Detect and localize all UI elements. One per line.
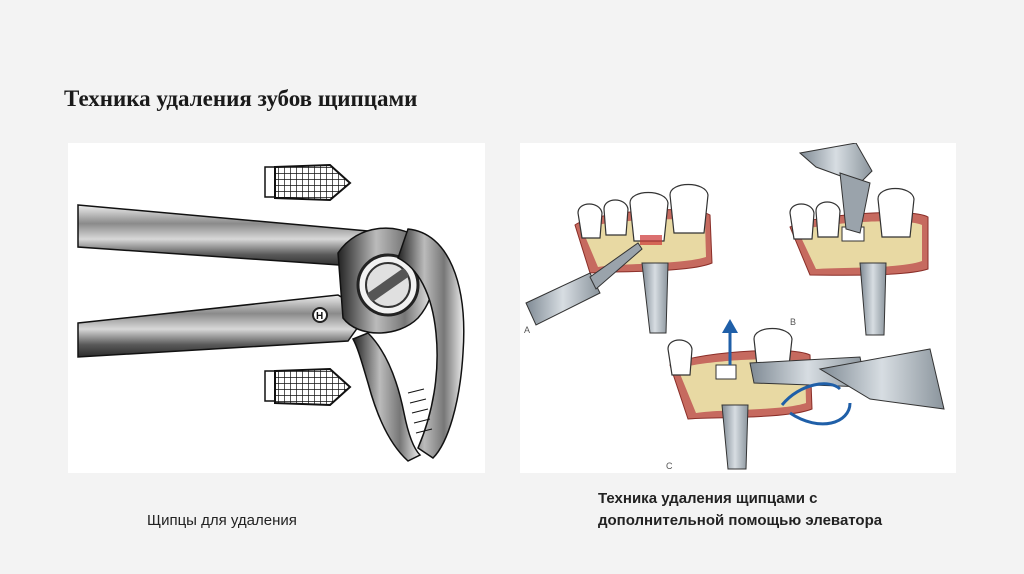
- upper-jaw: [397, 228, 465, 459]
- technique-diagram: A B: [520, 143, 956, 473]
- diagram-a: [525, 184, 713, 334]
- beak-detail-top: [264, 163, 352, 202]
- lower-handle: [77, 294, 370, 358]
- forceps-image: H: [68, 143, 485, 473]
- diagram-c: [667, 319, 945, 470]
- diagram-b: [789, 143, 929, 336]
- technique-caption: Техника удаления щипцами с дополнительно…: [598, 490, 883, 529]
- beak-detail-bottom: [264, 367, 352, 407]
- label-a: A: [524, 325, 530, 335]
- slide-title: Техника удаления зубов щипцами: [64, 86, 418, 111]
- label-c: C: [666, 461, 673, 471]
- label-b: B: [790, 317, 796, 327]
- lower-jaw: [351, 332, 422, 462]
- svg-text:H: H: [316, 311, 323, 322]
- forceps-caption: Щипцы для удаления: [147, 512, 297, 529]
